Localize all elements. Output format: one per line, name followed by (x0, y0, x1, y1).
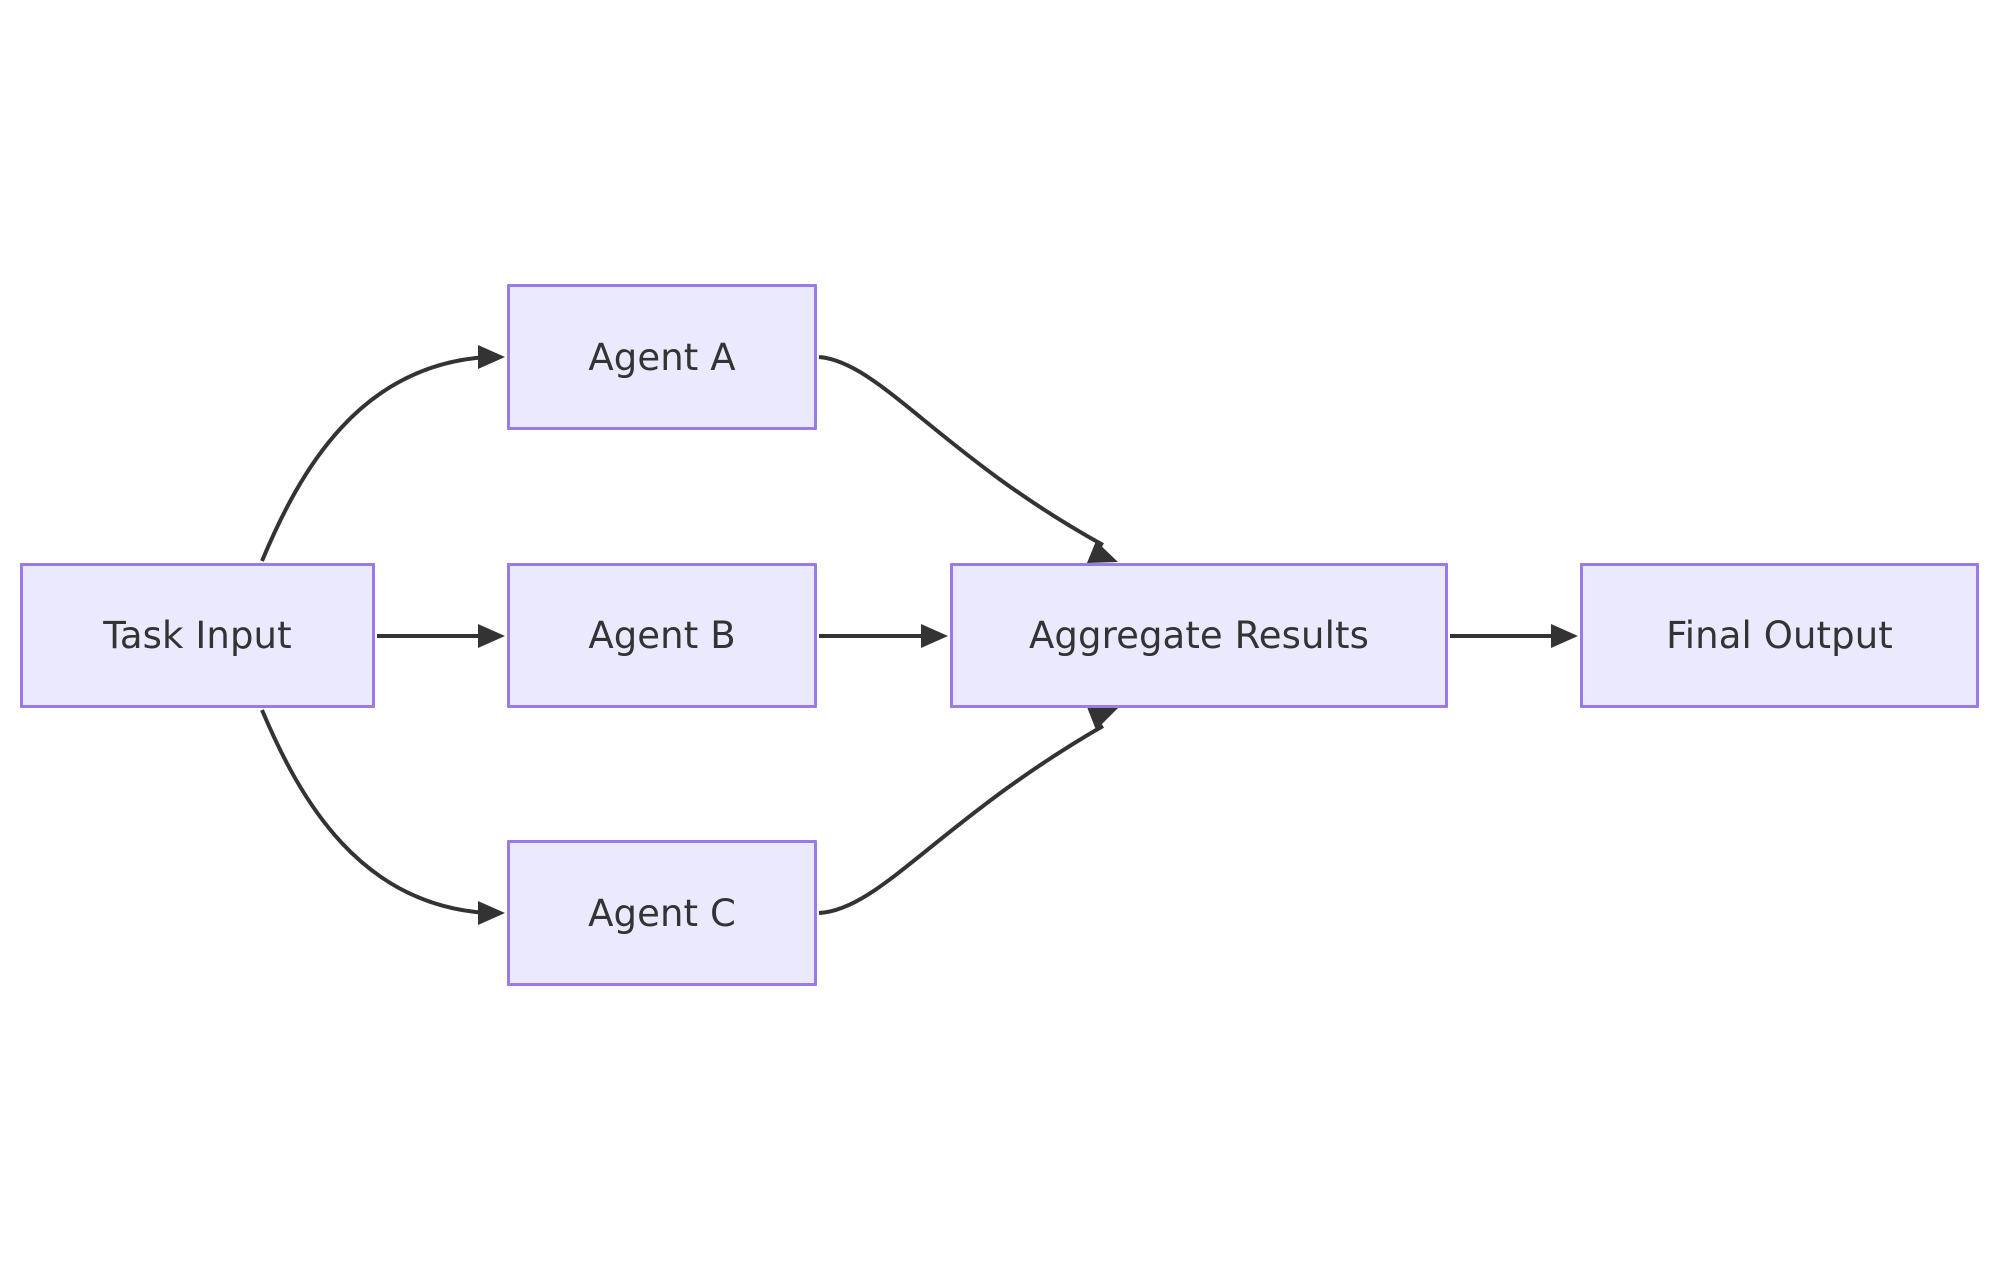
edge-agent-b-to-aggregate-results (819, 624, 948, 648)
node-task-input[interactable]: Task Input (20, 563, 375, 708)
node-label-agent-c: Agent C (588, 891, 736, 935)
edge-task-input-to-agent-a (260, 345, 505, 562)
node-final-output[interactable]: Final Output (1580, 563, 1979, 708)
node-label-agent-a: Agent A (588, 335, 736, 379)
arrowhead-icon (1087, 541, 1118, 563)
arrowhead-icon (1087, 707, 1118, 730)
arrowhead-icon (1551, 624, 1578, 648)
arrowhead-icon (921, 624, 948, 648)
edge-task-input-to-agent-c (260, 709, 505, 925)
node-agent-b[interactable]: Agent B (507, 563, 817, 708)
node-agent-c[interactable]: Agent C (507, 840, 817, 986)
node-aggregate-results[interactable]: Aggregate Results (950, 563, 1448, 708)
node-label-agent-b: Agent B (588, 614, 736, 657)
arrowhead-icon (478, 624, 505, 648)
edge-agent-c-to-aggregate-results (818, 707, 1118, 915)
edge-aggregate-results-to-final-output (1450, 624, 1578, 648)
node-label-aggregate-results: Aggregate Results (1029, 614, 1369, 657)
node-label-final-output: Final Output (1666, 614, 1893, 657)
arrowhead-icon (478, 901, 505, 925)
arrowhead-icon (478, 345, 505, 369)
edge-task-input-to-agent-b (377, 624, 505, 648)
node-label-task-input: Task Input (103, 614, 292, 657)
edge-agent-a-to-aggregate-results (818, 355, 1118, 563)
node-agent-a[interactable]: Agent A (507, 284, 817, 430)
